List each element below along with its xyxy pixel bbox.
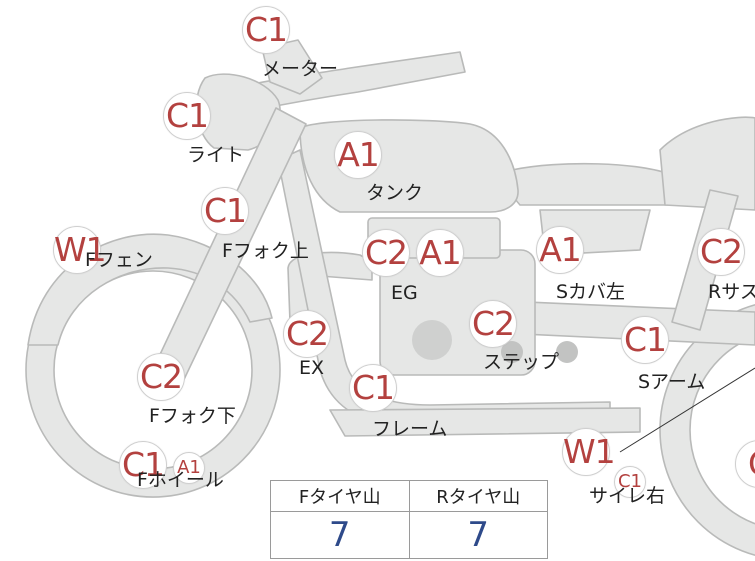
- front-tire-header: Fタイヤ山: [270, 480, 410, 512]
- silencer-c1-badge: C1: [614, 466, 646, 498]
- rear-suspension-badge: C2: [697, 228, 745, 276]
- tank-label: タンク: [366, 182, 424, 204]
- front-fork-lower-label: Fフォク下: [149, 405, 236, 427]
- front-tire-value: 7: [270, 511, 410, 559]
- front-wheel-c1-badge: C1: [119, 441, 167, 489]
- step-label: ステップ: [483, 351, 560, 373]
- swingarm-badge: C1: [621, 316, 669, 364]
- rear-cowl-shape: [659, 116, 755, 211]
- light-badge: C1: [163, 92, 211, 140]
- front-fender-label: Fフェン: [85, 249, 153, 271]
- front-fork-upper-badge: C1: [201, 187, 249, 235]
- silencer-leader-line: [619, 367, 755, 453]
- swingarm-label: Sアーム: [638, 371, 706, 393]
- meter-shape: [261, 39, 323, 95]
- front-fork-upper-label: Fフォク上: [222, 240, 309, 262]
- rear-tire-value: 7: [408, 511, 548, 559]
- meter-label: メーター: [262, 58, 339, 80]
- side-cover-left-badge: A1: [536, 226, 584, 274]
- step-peg-right: [556, 341, 578, 363]
- side-cover-left-label: Sカバ左: [556, 281, 626, 303]
- frame-bottom-shape: [329, 407, 641, 437]
- meter-badge: C1: [242, 6, 290, 54]
- silencer-w1-badge: W1: [562, 428, 616, 476]
- tire-tread-table: Fタイヤ山 Rタイヤ山 7 7: [270, 480, 548, 559]
- engine-label: EG: [391, 282, 418, 304]
- front-fender-badge: W1: [53, 226, 107, 274]
- silencer-right-label: サイレ右: [589, 485, 666, 507]
- light-label: ライト: [187, 144, 245, 166]
- step-badge: C2: [469, 300, 517, 348]
- frame-label: フレーム: [372, 418, 448, 440]
- front-fork-lower-badge: C2: [137, 353, 185, 401]
- engine-a1-badge: A1: [416, 229, 464, 277]
- engine-cover-circle: [412, 320, 452, 360]
- seat-shape: [507, 162, 673, 206]
- front-wheel-a1-badge: A1: [173, 452, 205, 484]
- frame-badge: C1: [349, 364, 397, 412]
- engine-c2-badge: C2: [362, 229, 410, 277]
- rear-suspension-label: Rサス: [708, 281, 755, 303]
- front-wheel-label: Fホイール: [137, 469, 224, 491]
- exhaust-badge: C2: [283, 310, 331, 358]
- exhaust-label: EX: [299, 357, 325, 379]
- step-peg-left: [501, 341, 523, 363]
- rear-tire-header: Rタイヤ山: [408, 480, 548, 512]
- tank-badge: A1: [334, 131, 382, 179]
